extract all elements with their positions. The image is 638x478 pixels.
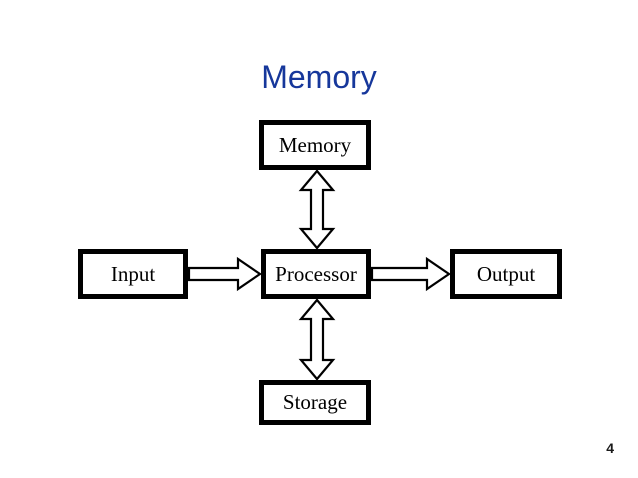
diagram-node-output: Output xyxy=(450,249,562,299)
diagram-node-storage: Storage xyxy=(259,380,371,425)
node-label-output: Output xyxy=(476,261,536,286)
diagram-node-processor: Processor xyxy=(261,249,371,299)
node-label-processor: Processor xyxy=(275,261,357,286)
node-label-memory: Memory xyxy=(278,132,352,157)
double-arrow-memory-processor-icon xyxy=(298,169,336,250)
diagram-node-memory: Memory xyxy=(259,120,371,170)
page-number: 4 xyxy=(606,440,614,456)
diagram-node-input: Input xyxy=(78,249,188,299)
arrow-input-to-processor-icon xyxy=(187,256,262,292)
node-label-input: Input xyxy=(110,261,156,286)
double-arrow-processor-storage-icon xyxy=(298,298,336,381)
node-label-storage: Storage xyxy=(282,390,348,414)
page-title: Memory xyxy=(261,59,377,95)
arrow-processor-to-output-icon xyxy=(370,256,451,292)
